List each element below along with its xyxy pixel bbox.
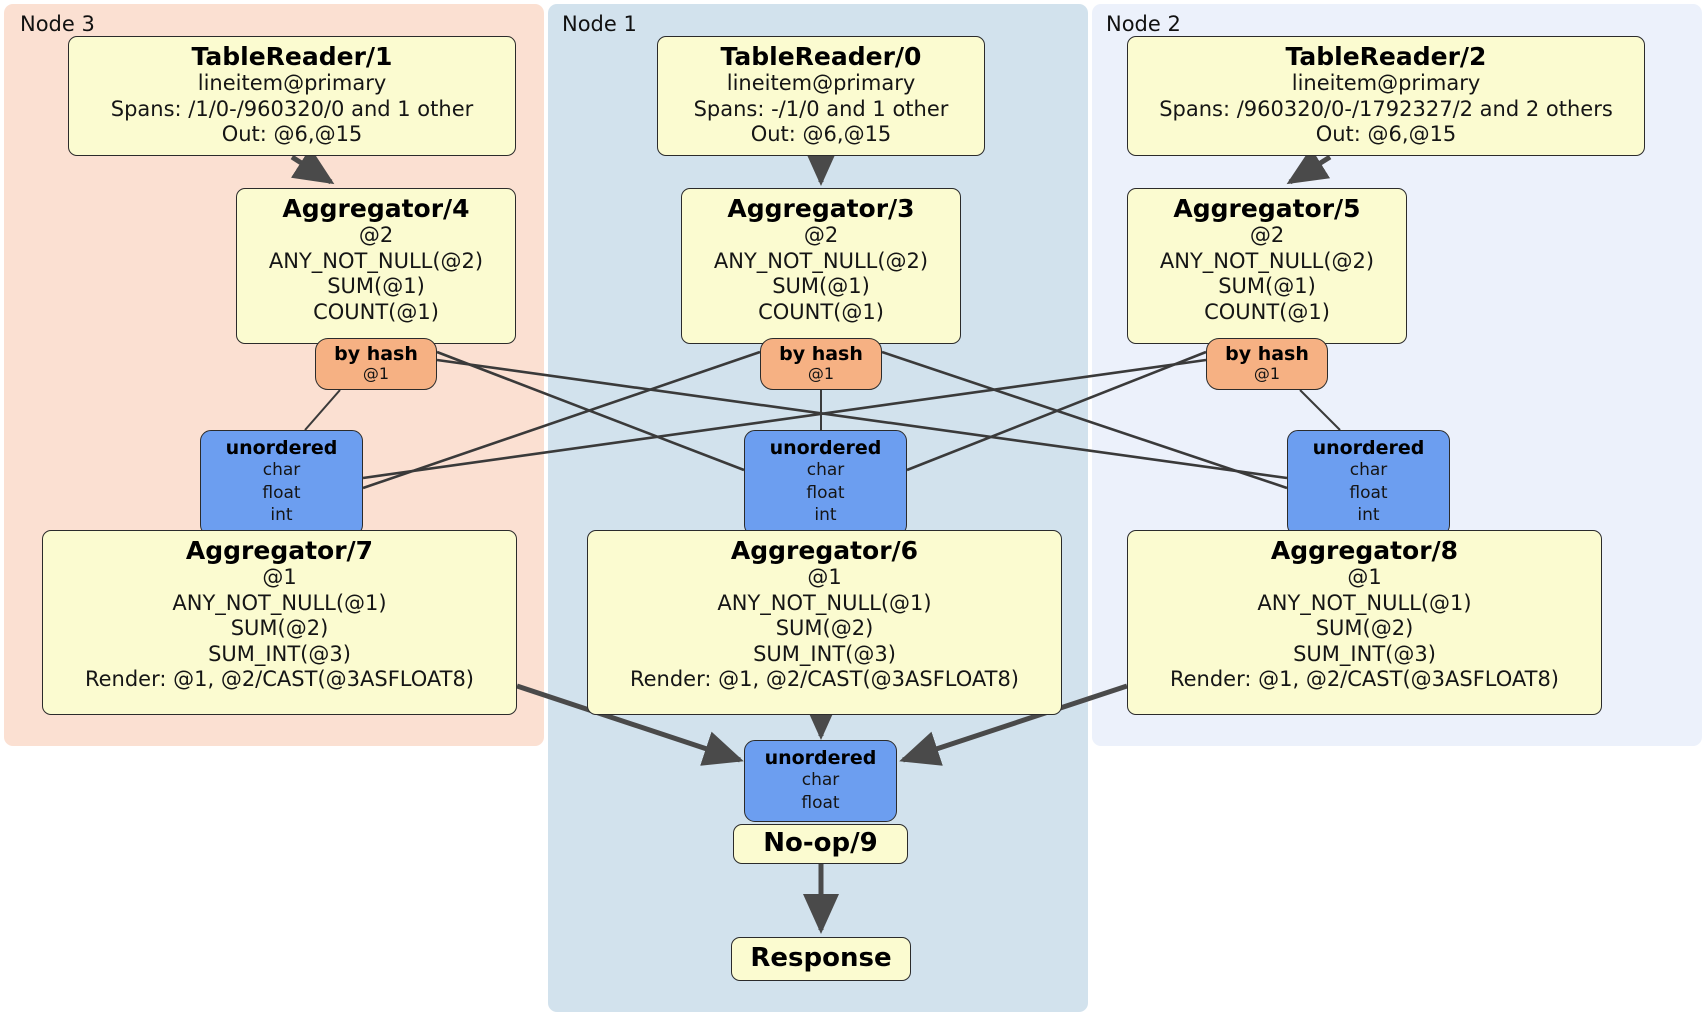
router-title: by hash	[334, 342, 418, 365]
node-detail: ANY_NOT_NULL(@1)	[1257, 590, 1472, 615]
receiver-type: int	[270, 505, 293, 526]
node-detail: ANY_NOT_NULL(@2)	[268, 248, 484, 273]
router-title: by hash	[779, 342, 863, 365]
processor-aggregator-5[interactable]: Aggregator/5 @2 ANY_NOT_NULL(@2) SUM(@1)…	[1127, 188, 1407, 344]
receiver-title: unordered	[225, 437, 338, 459]
node-title: Aggregator/6	[730, 536, 919, 565]
receiver-type: float	[801, 792, 840, 813]
node-title: No-op/9	[763, 828, 878, 859]
node-detail: SUM_INT(@3)	[1293, 641, 1436, 666]
node-detail: SUM(@1)	[327, 274, 425, 299]
processor-noop-9[interactable]: No-op/9	[733, 824, 908, 864]
receiver-type: char	[262, 459, 301, 480]
node-title: Aggregator/5	[1173, 194, 1361, 223]
node-title: TableReader/2	[1285, 42, 1487, 71]
receiver-type: float	[1349, 482, 1388, 503]
receiver-unordered-8[interactable]: unordered char float int	[1287, 430, 1450, 536]
node-detail: SUM(@2)	[230, 616, 329, 641]
node-detail: @1	[1347, 565, 1382, 589]
node-detail: ANY_NOT_NULL(@1)	[717, 590, 932, 615]
node-detail: @1	[807, 565, 842, 589]
node-detail: Spans: /960320/0-/1792327/2 and 2 others	[1159, 96, 1613, 121]
receiver-unordered-7[interactable]: unordered char float int	[200, 430, 363, 536]
node-title: Aggregator/7	[185, 536, 374, 565]
node-detail: COUNT(@1)	[1204, 299, 1330, 324]
node-detail: @1	[262, 565, 297, 589]
node-detail: Spans: /1/0-/960320/0 and 1 other	[110, 96, 474, 121]
node-detail: Render: @1, @2/CAST(@3ASFLOAT8)	[629, 667, 1020, 692]
region-label-node1: Node 1	[562, 12, 637, 36]
node-detail: Out: @6,@15	[221, 122, 363, 147]
node-detail: COUNT(@1)	[758, 299, 884, 324]
node-detail: SUM_INT(@3)	[208, 641, 351, 666]
receiver-type: float	[806, 482, 845, 503]
node-title: Aggregator/8	[1270, 536, 1459, 565]
node-detail: @2	[358, 223, 394, 247]
receiver-type: char	[801, 769, 840, 790]
router-detail: @1	[1253, 364, 1281, 384]
node-detail: lineitem@primary	[197, 71, 387, 95]
node-detail: lineitem@primary	[726, 71, 916, 95]
node-detail: Spans: -/1/0 and 1 other	[693, 96, 949, 121]
processor-response[interactable]: Response	[731, 937, 911, 981]
node-detail: ANY_NOT_NULL(@1)	[172, 590, 387, 615]
node-title: Aggregator/4	[282, 194, 470, 223]
processor-tablereader-1[interactable]: TableReader/1 lineitem@primary Spans: /1…	[68, 36, 516, 156]
node-detail: SUM(@2)	[1315, 616, 1414, 641]
receiver-type: float	[262, 482, 301, 503]
processor-aggregator-6[interactable]: Aggregator/6 @1 ANY_NOT_NULL(@1) SUM(@2)…	[587, 530, 1062, 715]
router-by-hash-5[interactable]: by hash @1	[1206, 338, 1328, 390]
node-detail: @2	[803, 223, 839, 247]
node-detail: Out: @6,@15	[750, 122, 892, 147]
node-detail: COUNT(@1)	[313, 299, 439, 324]
receiver-type: int	[1357, 505, 1380, 526]
processor-aggregator-8[interactable]: Aggregator/8 @1 ANY_NOT_NULL(@1) SUM(@2)…	[1127, 530, 1602, 715]
processor-tablereader-2[interactable]: TableReader/2 lineitem@primary Spans: /9…	[1127, 36, 1645, 156]
router-detail: @1	[362, 364, 390, 384]
router-by-hash-4[interactable]: by hash @1	[315, 338, 437, 390]
receiver-title: unordered	[1312, 437, 1425, 459]
node-detail: Render: @1, @2/CAST(@3ASFLOAT8)	[84, 667, 475, 692]
node-detail: SUM(@1)	[772, 274, 870, 299]
router-title: by hash	[1225, 342, 1309, 365]
node-title: Aggregator/3	[727, 194, 915, 223]
receiver-type: char	[806, 459, 845, 480]
node-title: TableReader/0	[720, 42, 922, 71]
region-label-node2: Node 2	[1106, 12, 1181, 36]
node-detail: SUM(@2)	[775, 616, 874, 641]
receiver-unordered-6[interactable]: unordered char float int	[744, 430, 907, 536]
receiver-title: unordered	[769, 437, 882, 459]
processor-aggregator-3[interactable]: Aggregator/3 @2 ANY_NOT_NULL(@2) SUM(@1)…	[681, 188, 961, 344]
node-title: TableReader/1	[191, 42, 393, 71]
node-detail: Out: @6,@15	[1315, 122, 1457, 147]
region-label-node3: Node 3	[20, 12, 95, 36]
router-by-hash-3[interactable]: by hash @1	[760, 338, 882, 390]
node-detail: @2	[1249, 223, 1285, 247]
receiver-final-unordered[interactable]: unordered char float	[744, 740, 897, 822]
node-detail: SUM(@1)	[1218, 274, 1316, 299]
node-detail: SUM_INT(@3)	[753, 641, 896, 666]
processor-aggregator-4[interactable]: Aggregator/4 @2 ANY_NOT_NULL(@2) SUM(@1)…	[236, 188, 516, 344]
node-detail: ANY_NOT_NULL(@2)	[1159, 248, 1375, 273]
node-detail: lineitem@primary	[1291, 71, 1481, 95]
receiver-title: unordered	[764, 747, 877, 769]
router-detail: @1	[807, 364, 835, 384]
processor-aggregator-7[interactable]: Aggregator/7 @1 ANY_NOT_NULL(@1) SUM(@2)…	[42, 530, 517, 715]
receiver-type: char	[1349, 459, 1388, 480]
node-detail: ANY_NOT_NULL(@2)	[713, 248, 929, 273]
node-title: Response	[750, 943, 892, 974]
processor-tablereader-0[interactable]: TableReader/0 lineitem@primary Spans: -/…	[657, 36, 985, 156]
receiver-type: int	[814, 505, 837, 526]
node-detail: Render: @1, @2/CAST(@3ASFLOAT8)	[1169, 667, 1560, 692]
